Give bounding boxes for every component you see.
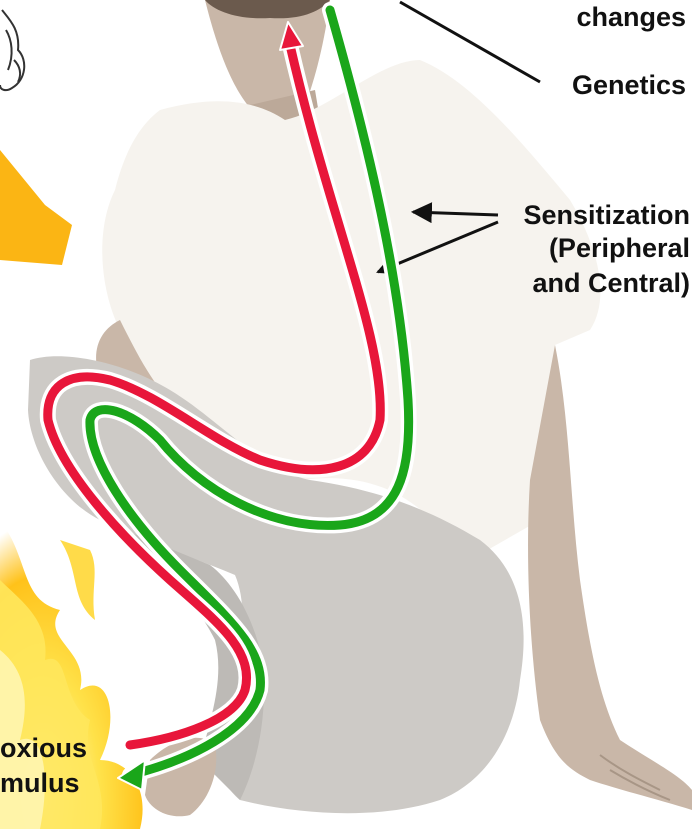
label-sensitization-line1: Sensitization xyxy=(523,200,690,230)
label-changes: changes xyxy=(576,2,686,32)
label-sensitization-line3: and Central) xyxy=(532,268,690,298)
label-sensitization-line2: (Peripheral xyxy=(549,233,690,263)
sketch-top-left xyxy=(0,10,24,90)
label-genetics: Genetics xyxy=(572,70,686,100)
orange-arrow-shape xyxy=(0,150,72,265)
label-noxious-line2: mulus xyxy=(0,768,80,798)
label-noxious-line1: oxious xyxy=(0,733,87,763)
